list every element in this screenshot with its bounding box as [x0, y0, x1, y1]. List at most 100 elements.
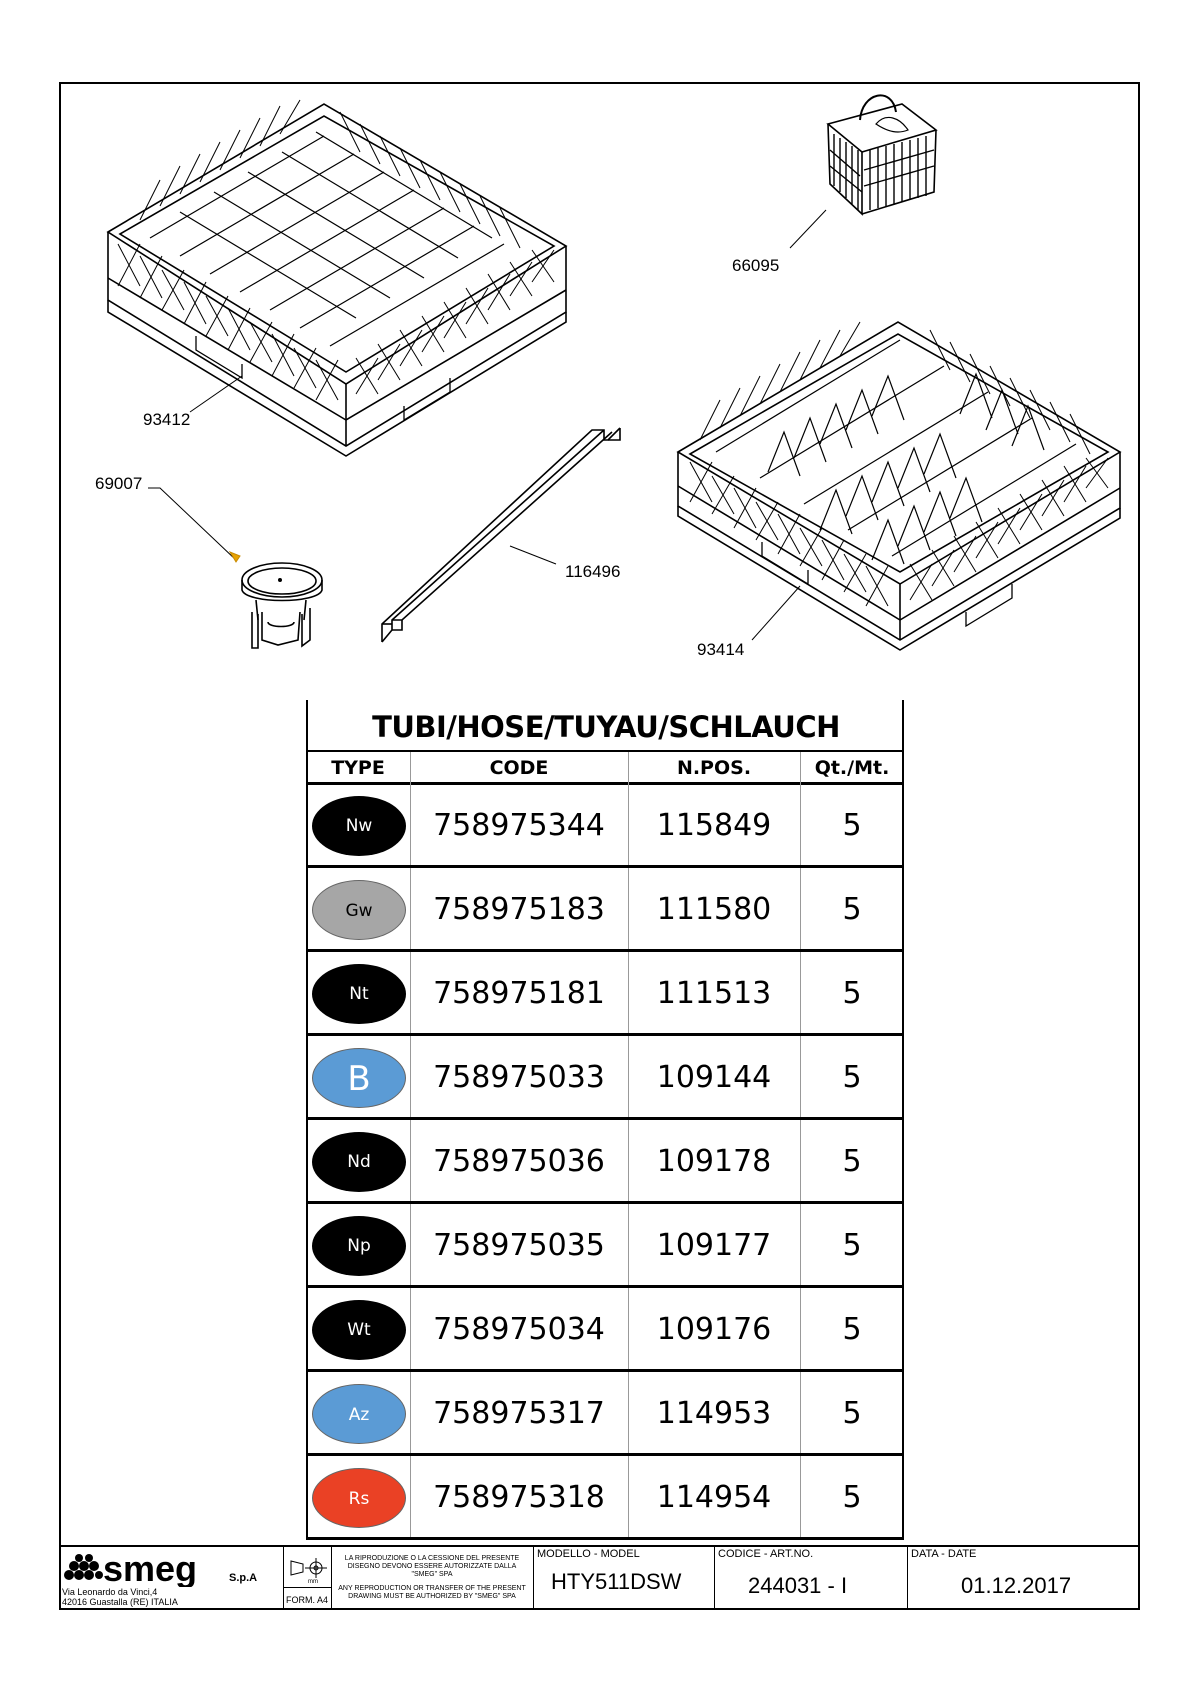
- cell-code: 758975183: [433, 892, 605, 927]
- row-divider: [306, 1453, 904, 1456]
- cell-qty: 5: [842, 1060, 862, 1095]
- rack-93414-illustration: [676, 321, 1122, 651]
- hose-table: TUBI/HOSE/TUYAU/SCHLAUCH TYPE CODE N.POS…: [306, 700, 906, 1540]
- notice-en: ANY REPRODUCTION OR TRANSFER OF THE PRES…: [338, 1585, 526, 1600]
- cell-qty: 5: [842, 1312, 862, 1347]
- cell-npos: 114954: [656, 1480, 772, 1515]
- col-sep-3: [800, 752, 801, 1540]
- cell-qty: 5: [842, 976, 862, 1011]
- part-label-69007: 69007: [95, 474, 143, 493]
- date-value: 01.12.2017: [961, 1573, 1072, 1598]
- table-title: TUBI/HOSE/TUYAU/SCHLAUCH: [372, 710, 840, 744]
- header-npos: N.POS.: [676, 757, 752, 779]
- leader-lines: [148, 209, 827, 641]
- row-divider: [306, 1201, 904, 1204]
- part-label-93414: 93414: [697, 640, 745, 659]
- drawing-frame: [59, 82, 1140, 1610]
- title-underline: [306, 750, 904, 752]
- cell-qty: 5: [842, 1396, 862, 1431]
- projection-unit: mm: [308, 1579, 318, 1585]
- row-divider: [306, 1369, 904, 1372]
- brand-suffix: S.p.A: [229, 1572, 257, 1584]
- funnel-marker: [228, 550, 241, 563]
- hose-type-badge: B: [312, 1048, 406, 1108]
- table-border-right: [902, 700, 904, 1540]
- rack-93412-illustration: [106, 99, 568, 457]
- row-divider: [306, 1537, 904, 1540]
- cell-qty: 5: [842, 808, 862, 843]
- part-label-93412: 93412: [143, 410, 191, 429]
- row-divider: [306, 1033, 904, 1036]
- tb-sep-4: [714, 1547, 715, 1610]
- table-border-left: [306, 700, 308, 1540]
- col-sep-1: [410, 752, 411, 1540]
- hose-type-badge: Nt: [312, 964, 406, 1024]
- hose-type-badge: Np: [312, 1216, 406, 1276]
- parts-drawing: [106, 94, 1122, 651]
- hose-type-badge: Wt: [312, 1300, 406, 1360]
- code-value: 244031 - I: [748, 1573, 848, 1598]
- funnel-69007-illustration: [241, 562, 323, 649]
- header-type: TYPE: [331, 757, 385, 779]
- hose-type-badge: Rs: [312, 1468, 406, 1528]
- part-label-116496: 116496: [565, 562, 621, 581]
- row-divider: [306, 865, 904, 868]
- cell-code: 758975181: [433, 976, 605, 1011]
- header-underline: [306, 782, 904, 785]
- cell-code: 758975035: [433, 1228, 605, 1263]
- address-line1: Via Leonardo da Vinci,4: [62, 1587, 158, 1597]
- row-divider: [306, 949, 904, 952]
- col-sep-2: [628, 752, 629, 1540]
- table-row: Rs 758975318 114954 5: [306, 1456, 906, 1540]
- cell-code: 758975033: [433, 1060, 605, 1095]
- part-label-66095: 66095: [732, 256, 780, 275]
- cell-code: 758975317: [433, 1396, 605, 1431]
- table-row: Nd 758975036 109178 5: [306, 1120, 906, 1204]
- cell-code: 758975318: [433, 1480, 605, 1515]
- cell-npos: 109178: [656, 1144, 772, 1179]
- form-size: FORM. A4: [286, 1595, 329, 1605]
- cell-npos: 109144: [656, 1060, 772, 1095]
- hose-type-badge: Az: [312, 1384, 406, 1444]
- cell-qty: 5: [842, 1480, 862, 1515]
- brand-name: smeg: [103, 1553, 197, 1587]
- cell-npos: 109176: [656, 1312, 772, 1347]
- table-row: B 758975033 109144 5: [306, 1036, 906, 1120]
- title-block: smeg S.p.A Via Leonardo da Vinci,4 42016…: [59, 1545, 1140, 1610]
- tb-sep-5: [907, 1547, 908, 1610]
- profile-116496-illustration: [381, 427, 621, 643]
- tb-form-sep: [283, 1587, 331, 1588]
- cell-npos: 114953: [656, 1396, 772, 1431]
- row-divider: [306, 1117, 904, 1120]
- projection-symbol: [290, 1558, 327, 1578]
- model-label: MODELLO - MODEL: [537, 1548, 640, 1560]
- tb-sep-3: [533, 1547, 534, 1610]
- hose-type-badge: Gw: [312, 880, 406, 940]
- cell-code: 758975036: [433, 1144, 605, 1179]
- table-row: Az 758975317 114953 5: [306, 1372, 906, 1456]
- model-value: HTY511DSW: [551, 1569, 682, 1594]
- cell-code: 758975344: [433, 808, 605, 843]
- cell-qty: 5: [842, 1144, 862, 1179]
- date-label: DATA - DATE: [911, 1548, 977, 1560]
- address-line2: 42016 Guastalla (RE) ITALIA: [62, 1597, 178, 1607]
- tb-sep-2: [331, 1547, 332, 1610]
- code-label: CODICE - ART.NO.: [718, 1548, 814, 1560]
- tb-sep-1: [283, 1547, 284, 1610]
- cutlery-basket-66095-illustration: [826, 94, 938, 216]
- cell-qty: 5: [842, 1228, 862, 1263]
- cell-qty: 5: [842, 892, 862, 927]
- table-row: Gw 758975183 111580 5: [306, 868, 906, 952]
- header-code: CODE: [489, 757, 549, 779]
- cell-npos: 115849: [656, 808, 772, 843]
- smeg-logo: smeg S.p.A: [64, 1553, 257, 1587]
- row-divider: [306, 1285, 904, 1288]
- cell-npos: 111580: [656, 892, 772, 927]
- cell-npos: 109177: [656, 1228, 772, 1263]
- table-row: Np 758975035 109177 5: [306, 1204, 906, 1288]
- hose-type-badge: Nd: [312, 1132, 406, 1192]
- notice-it: LA RIPRODUZIONE O LA CESSIONE DEL PRESEN…: [344, 1555, 520, 1578]
